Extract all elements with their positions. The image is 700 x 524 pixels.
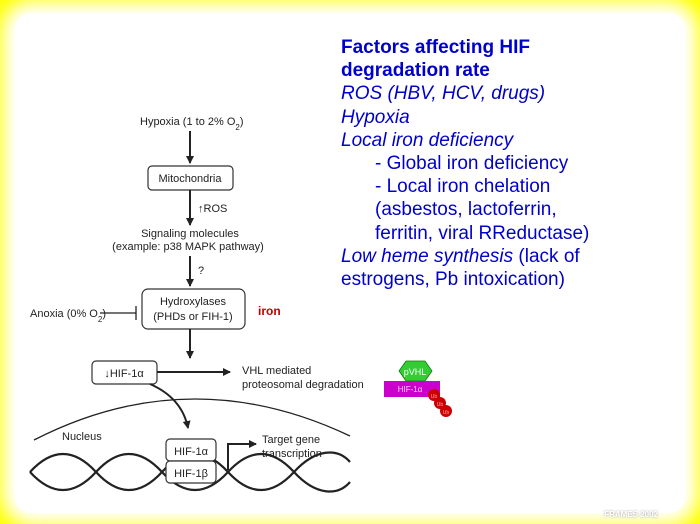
hypoxia-label: Hypoxia (1 to 2% O2) [140,116,244,132]
vhl-degradation-label: proteosomal degradation [242,379,364,391]
factor-chelation-examples-1: (asbestos, lactoferrin, [375,199,557,221]
vhl-label: VHL mediated [242,365,311,377]
hydroxylases-box [141,288,246,330]
factor-estrogens: estrogens, Pb intoxication) [341,269,565,291]
hif1a-decrease-label: ↓HIF-1α [104,368,144,380]
slide-panel [14,13,686,513]
hif1a-bar-label: HIF-1α [398,385,423,394]
heme-italic-text: Low heme synthesis [341,245,514,267]
question-mark: ? [198,265,204,277]
iron-label: iron [258,304,281,318]
footer-credit: FRAMES 2002 [604,510,658,519]
transcription-label: transcription [262,448,322,460]
heme-rest-text: (lack of [513,245,580,267]
arrow-target-gene [227,440,257,470]
mitochondria-label: Mitochondria [159,173,223,185]
pvhl-label: pVHL [404,367,427,377]
signaling-example-label: (example: p38 MAPK pathway) [112,241,264,253]
hif1a-nuclear-label: HIF-1α [174,446,209,458]
hif1b-nuclear-box [165,460,217,484]
nucleus-label: Nucleus [62,431,102,443]
ubiquitin-3-label: Ub [443,410,450,416]
signaling-label: Signaling molecules [141,228,239,240]
panel-title-line-2: degradation rate [341,60,490,82]
dna-strand-2 [29,452,351,493]
factor-ros: ROS (HBV, HCV, drugs) [341,83,546,105]
factor-global-iron: - Global iron deficiency [375,153,569,175]
factor-hypoxia: Hypoxia [341,106,410,128]
arrow-to-nucleus [149,383,191,429]
target-gene-label: Target gene [262,434,320,446]
nucleus-membrane [33,398,351,441]
hif1a-bar [384,381,440,397]
ubiquitin-2-label: Ub [437,402,444,408]
hif1b-nuclear-label: HIF-1β [174,468,208,480]
ubiquitin-1-label: Ub [431,394,438,400]
hydroxylases-label: Hydroxylases [160,296,227,308]
hydroxylases-sub-label: (PHDs or FIH-1) [153,311,232,323]
factors-text-panel: Factors affecting HIF degradation rate R… [341,36,686,291]
panel-title-line-1: Factors affecting HIF [341,37,530,58]
factor-heme-synthesis: Low heme synthesis (lack of [341,245,686,268]
ros-label: ↑ROS [198,203,227,215]
ubiquitin-3 [440,405,452,417]
factor-iron-chelation: - Local iron chelation [375,176,551,198]
factor-chelation-examples-2: ferritin, viral RReductase) [375,222,590,244]
factor-local-iron: Local iron deficiency [341,129,514,151]
anoxia-label: Anoxia (0% O2) [30,308,106,324]
